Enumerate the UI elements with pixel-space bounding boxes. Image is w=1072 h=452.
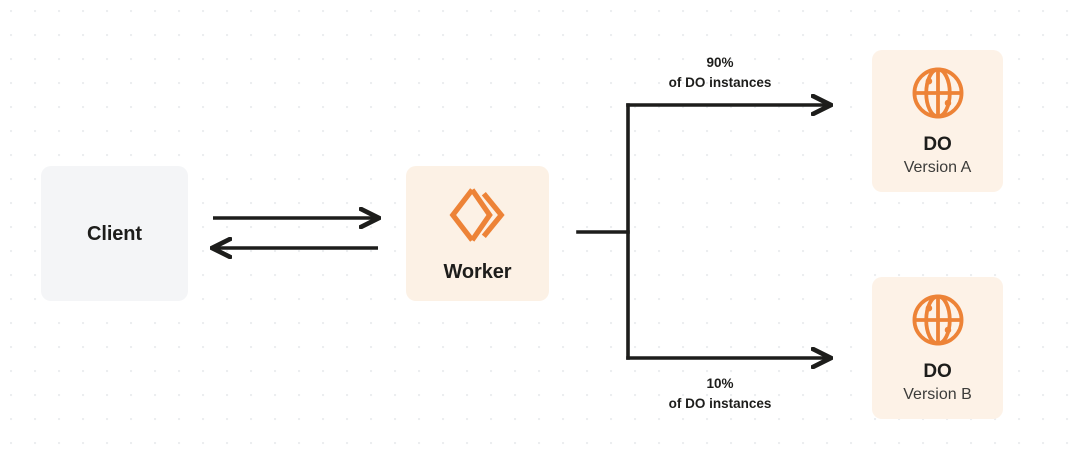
node-client[interactable]: Client: [41, 166, 188, 301]
node-client-label: Client: [87, 222, 142, 245]
node-do-version-a[interactable]: DO Version A: [872, 50, 1003, 192]
node-do-a-sublabel: Version A: [903, 159, 972, 177]
node-do-b-label: DO: [923, 360, 952, 382]
node-do-a-label: DO: [923, 133, 952, 155]
edge-label-do-b-description: of DO instances: [668, 395, 772, 411]
node-do-version-b[interactable]: DO Version B: [872, 277, 1003, 419]
edge-label-do-a-description: of DO instances: [668, 74, 772, 90]
node-worker-label: Worker: [443, 260, 512, 283]
globe-icon: [909, 291, 967, 349]
node-worker[interactable]: Worker: [406, 166, 549, 301]
node-do-b-sublabel: Version B: [903, 386, 972, 404]
edge-label-do-a-percent: 90%: [706, 55, 734, 70]
edge-label-do-b: 10% of DO instances: [655, 374, 785, 413]
globe-icon: [909, 64, 967, 122]
edge-label-do-a: 90% of DO instances: [655, 53, 785, 92]
cloudflare-workers-icon: [447, 184, 509, 246]
edge-label-do-b-percent: 10%: [706, 376, 734, 391]
